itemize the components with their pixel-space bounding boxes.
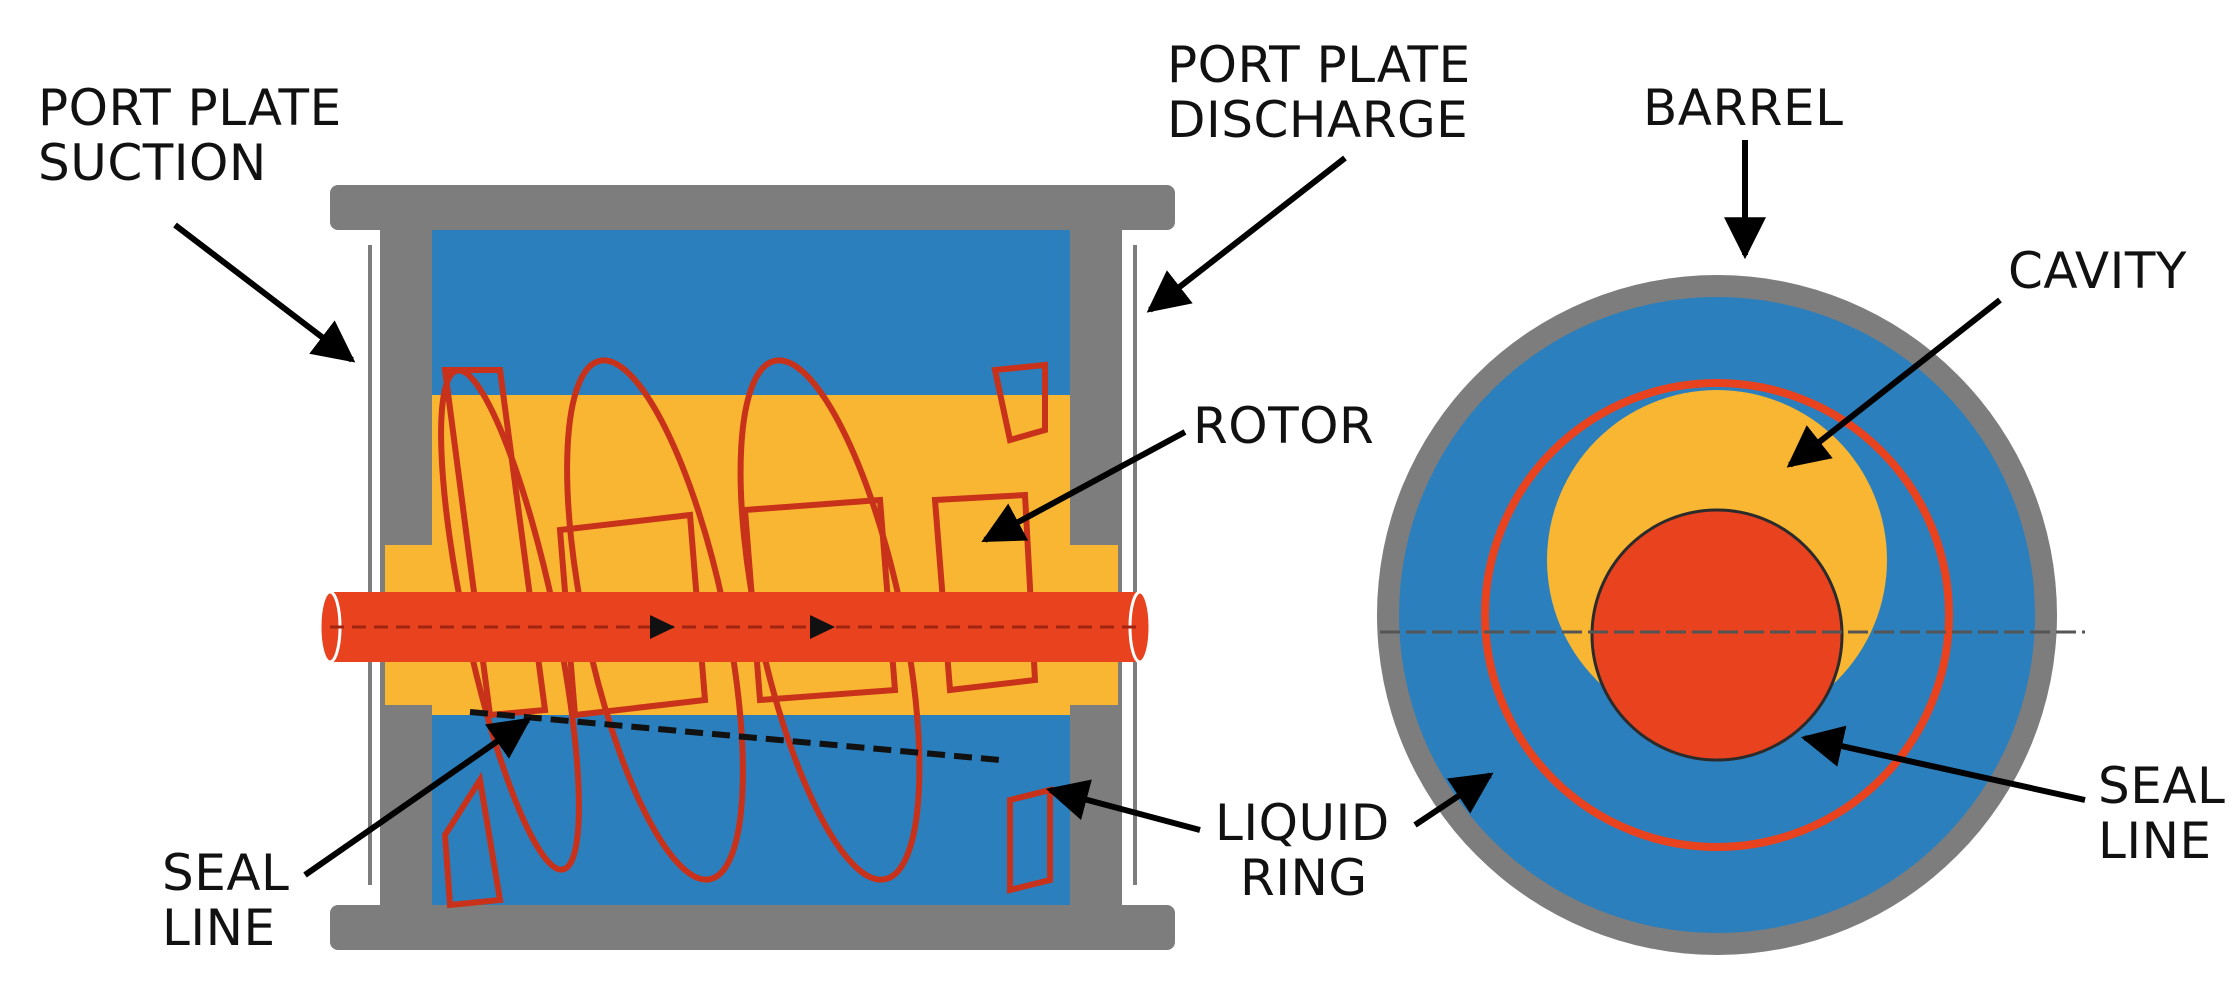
leader-arrows xyxy=(173,140,2086,878)
label-seal-line-left: SEAL xyxy=(162,844,289,902)
arrow-liquid-ring-left xyxy=(1045,779,1201,833)
label-port-plate-discharge: DISCHARGE xyxy=(1167,91,1468,149)
arrow-port-plate-discharge xyxy=(1146,155,1347,313)
hub xyxy=(1590,508,1844,762)
flow-arrow xyxy=(810,615,835,639)
side-view xyxy=(318,185,1175,950)
label-liquid-ring: LIQUID xyxy=(1215,794,1390,852)
casing-bottom-flange xyxy=(330,905,1175,950)
label-port-plate-discharge: PORT PLATE xyxy=(1167,36,1471,94)
label-rotor: ROTOR xyxy=(1193,397,1374,455)
label-port-plate-suction: SUCTION xyxy=(38,134,267,192)
cross-section xyxy=(1377,275,2085,955)
arrow-port-plate-suction xyxy=(173,222,356,363)
flow-arrow xyxy=(650,615,675,639)
label-seal-line-left: LINE xyxy=(162,899,276,957)
label-seal-line-right: SEAL xyxy=(2098,757,2225,815)
casing-top-flange xyxy=(330,185,1175,230)
label-barrel: BARREL xyxy=(1643,79,1843,137)
arrow-seal-line-right xyxy=(1800,725,2086,803)
arrow-cavity xyxy=(1786,297,2002,468)
seal-line-side xyxy=(469,709,1001,763)
label-seal-line-right: LINE xyxy=(2098,812,2212,870)
impeller-outline xyxy=(1481,379,1953,851)
label-port-plate-suction: PORT PLATE xyxy=(38,79,342,137)
label-liquid-ring: RING xyxy=(1240,849,1368,907)
arrow-liquid-ring-right xyxy=(1413,772,1494,828)
arrow-seal-line-left xyxy=(303,717,532,878)
arrow-rotor xyxy=(981,429,1187,543)
labels: PORT PLATE SUCTION PORT PLATE DISCHARGE … xyxy=(38,36,2225,957)
label-cavity: CAVITY xyxy=(2008,242,2187,300)
